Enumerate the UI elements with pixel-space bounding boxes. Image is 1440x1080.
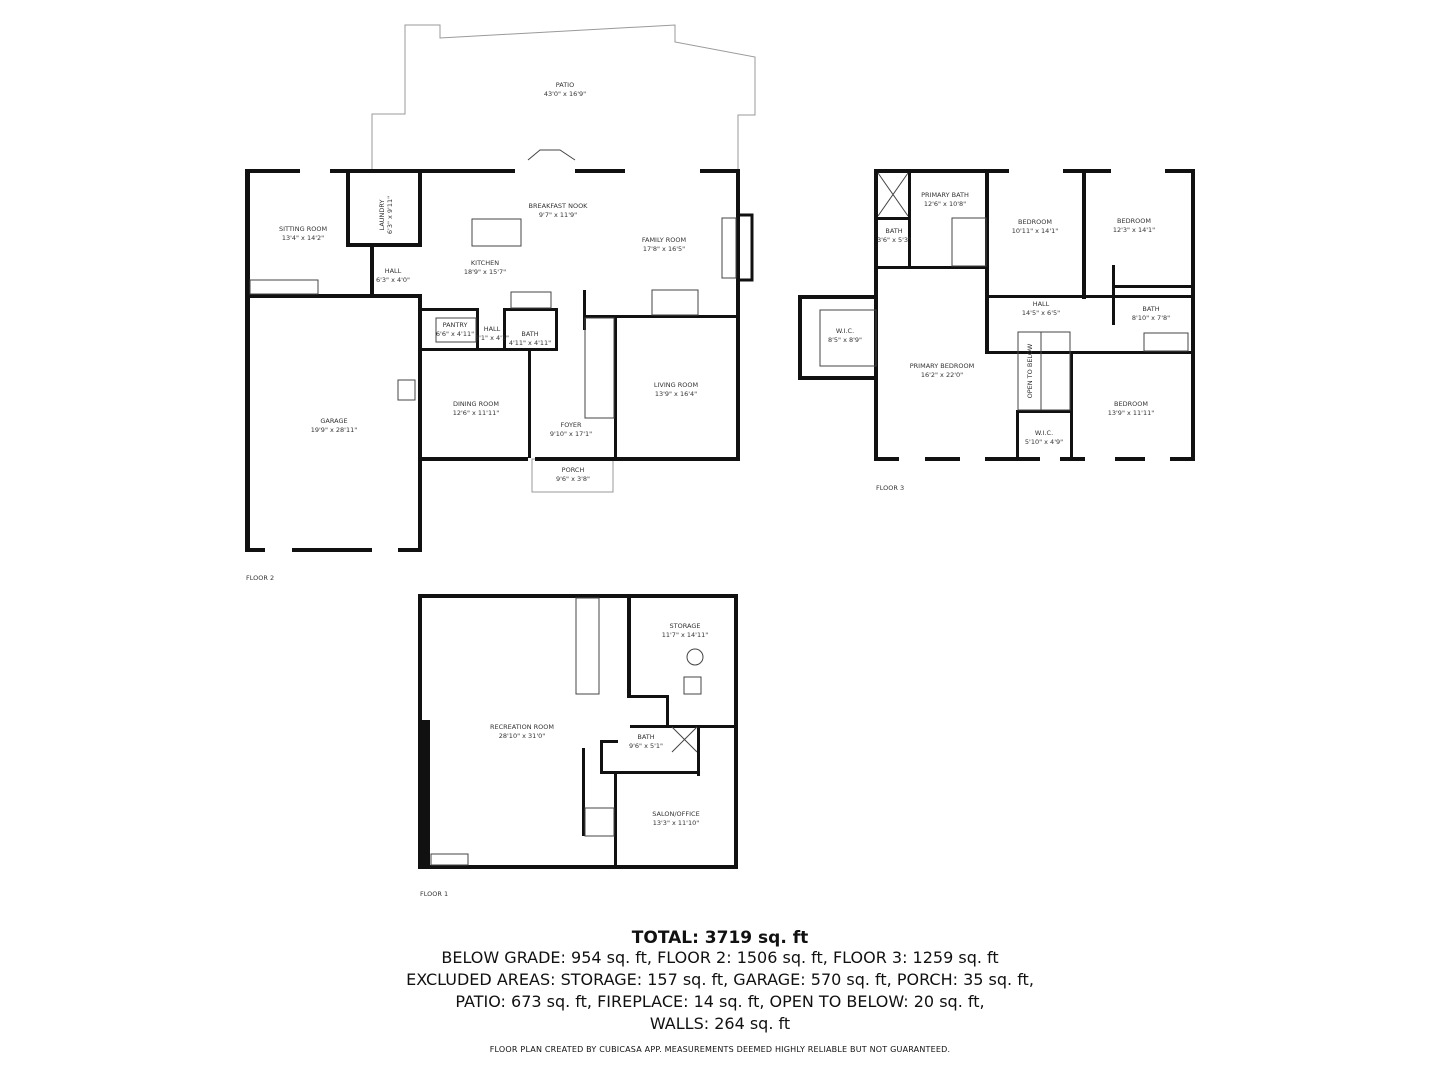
room-name: STORAGE	[670, 622, 701, 630]
room-dims: 13'9" x 16'4"	[655, 390, 697, 398]
disclaimer: FLOOR PLAN CREATED BY CUBICASA APP. MEAS…	[489, 1045, 951, 1054]
room-labels: PATIO 43'0" x 16'9" SITTING ROOM 13'4" x…	[279, 81, 698, 483]
area-line: EXCLUDED AREAS: STORAGE: 157 sq. ft, GAR…	[406, 970, 1034, 989]
room-dims: 6'6" x 4'11"	[436, 330, 474, 338]
area-line: WALLS: 264 sq. ft	[649, 1014, 791, 1033]
room-dims: 9'10" x 17'1"	[550, 430, 592, 438]
room-name: LIVING ROOM	[654, 381, 698, 389]
room-name: FOYER	[560, 421, 582, 429]
room-dims: 18'9" x 15'7"	[464, 268, 506, 276]
floor-3-plan: PRIMARY BATH 12'6" x 10'8" BATH 3'6" x 5…	[798, 169, 1195, 492]
room-name: HALL	[385, 267, 402, 275]
room-dims: 8'10" x 7'8"	[1132, 314, 1170, 322]
walls	[418, 594, 738, 869]
room-name: BATH	[637, 733, 654, 741]
room-name: GARAGE	[320, 417, 347, 425]
room-dims: 43'0" x 16'9"	[544, 90, 586, 98]
room-name: RECREATION ROOM	[490, 723, 554, 731]
room-name: SITTING ROOM	[279, 225, 327, 233]
room-dims: 10'11" x 14'1"	[1012, 227, 1058, 235]
room-dims: 9'7" x 11'9"	[539, 211, 577, 219]
fixtures	[249, 149, 737, 419]
room-dims: 13'3" x 11'10"	[653, 819, 699, 827]
room-name: SALON/OFFICE	[652, 810, 699, 818]
room-dims: 16'2" x 22'0"	[921, 371, 963, 379]
floor-1-plan: STORAGE 11'7" x 14'11" RECREATION ROOM 2…	[418, 594, 738, 898]
room-dims: 9'6" x 5'1"	[629, 742, 663, 750]
room-dims: 6'3" x 4'0"	[376, 276, 410, 284]
room-name: KITCHEN	[471, 259, 499, 267]
room-dims: 3'1" x 4'1"	[475, 334, 509, 342]
floor-label: FLOOR 1	[420, 890, 448, 898]
area-line: PATIO: 673 sq. ft, FIREPLACE: 14 sq. ft,…	[455, 992, 985, 1011]
room-dims: 11'7" x 14'11"	[662, 631, 708, 639]
room-name: HALL	[1033, 300, 1050, 308]
room-name: PANTRY	[443, 321, 468, 329]
room-labels: PRIMARY BATH 12'6" x 10'8" BATH 3'6" x 5…	[828, 191, 1170, 446]
room-dims: 3'6" x 5'3"	[877, 236, 911, 244]
room-dims: 28'10" x 31'0"	[499, 732, 545, 740]
room-name: BATH	[885, 227, 902, 235]
room-dims: 19'9" x 28'11"	[311, 426, 357, 434]
room-dims: 13'4" x 14'2"	[282, 234, 324, 242]
fixtures	[819, 172, 1189, 411]
room-name: W.I.C.	[1035, 429, 1053, 437]
room-dims: 12'6" x 11'11"	[453, 409, 499, 417]
room-dims: 12'6" x 10'8"	[924, 200, 966, 208]
room-dims: 17'8" x 16'5"	[643, 245, 685, 253]
room-name: BREAKFAST NOOK	[529, 202, 589, 210]
room-labels: STORAGE 11'7" x 14'11" RECREATION ROOM 2…	[490, 622, 708, 827]
room-name: BATH	[521, 330, 538, 338]
room-dims: 14'5" x 6'5"	[1022, 309, 1060, 317]
area-breakdown: BELOW GRADE: 954 sq. ft, FLOOR 2: 1506 s…	[0, 947, 1440, 1035]
total-area: TOTAL: 3719 sq. ft	[631, 928, 809, 948]
walls	[245, 169, 754, 552]
room-name: W.I.C.	[836, 327, 854, 335]
room-dims: 9'6" x 3'8"	[556, 475, 590, 483]
room-name: BEDROOM	[1018, 218, 1052, 226]
room-name: PRIMARY BATH	[921, 191, 969, 199]
area-line: BELOW GRADE: 954 sq. ft, FLOOR 2: 1506 s…	[441, 948, 999, 967]
room-name: BEDROOM	[1114, 400, 1148, 408]
room-name: BATH	[1142, 305, 1159, 313]
floor-label: FLOOR 3	[876, 484, 904, 492]
room-dims: 4'11" x 4'11"	[509, 339, 551, 347]
room-dims: 5'10" x 4'9"	[1025, 438, 1063, 446]
room-name: LAUNDRY	[378, 200, 386, 231]
open-to-below-label: OPEN TO BELOW	[1026, 343, 1034, 398]
patio-outline	[371, 24, 756, 171]
room-name: BEDROOM	[1117, 217, 1151, 225]
room-dims: 8'5" x 8'9"	[828, 336, 862, 344]
room-name: PATIO	[556, 81, 574, 89]
room-dims: 12'3" x 14'1"	[1113, 226, 1155, 234]
room-name: FAMILY ROOM	[642, 236, 686, 244]
room-dims: 6'3" x 9'11"	[386, 196, 394, 234]
fixtures	[430, 597, 704, 866]
room-name: DINING ROOM	[453, 400, 499, 408]
floor-2-plan: PATIO 43'0" x 16'9" SITTING ROOM 13'4" x…	[245, 24, 756, 582]
room-name: HALL	[484, 325, 501, 333]
floor-label: FLOOR 2	[246, 574, 274, 582]
room-name: PRIMARY BEDROOM	[910, 362, 974, 370]
room-name: PORCH	[562, 466, 585, 474]
room-dims: 13'9" x 11'11"	[1108, 409, 1154, 417]
